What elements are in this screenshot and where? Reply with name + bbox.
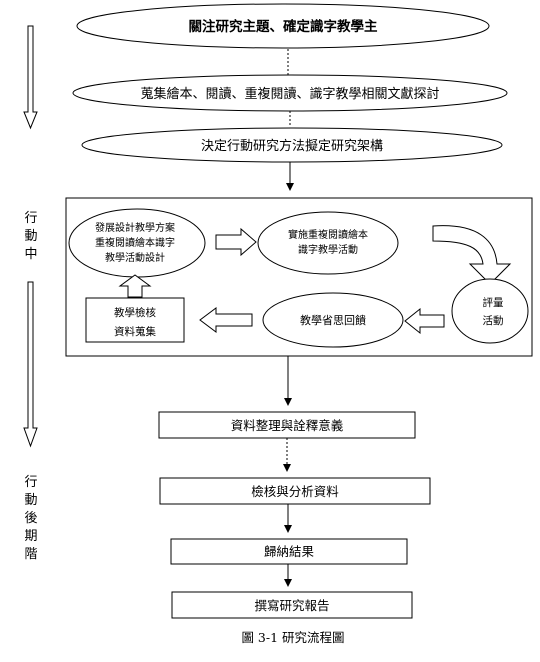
- stage-label-after: 行 動 後 期 階: [24, 475, 37, 562]
- node-design-line-2: 重複閱讀繪本識字: [95, 236, 175, 249]
- block-arrow-left-2: [404, 307, 445, 335]
- node-design-line-3: 教學活動設計: [105, 251, 165, 264]
- node-design: 發展設計教學方案 重複閱讀繪本識字 教學活動設計: [68, 208, 206, 278]
- oval-method-label: 決定行動研究方法擬定研究架構: [201, 138, 383, 154]
- oval-topic: 關注研究主題、確定識字教學主: [76, 3, 490, 49]
- node-review: 教學檢核 資料蒐集: [85, 297, 185, 343]
- node-evaluate-line-2: 活動: [483, 314, 504, 327]
- box-conclude-label: 歸納結果: [264, 544, 315, 559]
- phase-arrow-top: [23, 25, 38, 130]
- box-report: 撰寫研究報告: [171, 591, 413, 619]
- node-evaluate: 評量 活動: [451, 278, 529, 344]
- oval-literature-label: 蒐集繪本、閱讀、重複閱讀、識字教學相關文獻探討: [140, 86, 439, 102]
- box-organize-label: 資料整理與詮釋意義: [231, 418, 344, 433]
- node-evaluate-line-1: 評量: [483, 296, 504, 309]
- stage-after-char-4: 期: [24, 529, 37, 544]
- phase-arrow-middle: [23, 281, 38, 448]
- stage-during-char-3: 中: [24, 247, 37, 262]
- figure-caption: 圖 3-1 研究流程圖: [241, 630, 344, 645]
- oval-method: 決定行動研究方法擬定研究架構: [81, 127, 503, 163]
- stage-after-char-3: 後: [24, 511, 37, 526]
- stage-during-char-1: 行: [24, 211, 37, 226]
- oval-literature: 蒐集繪本、閱讀、重複閱讀、識字教學相關文獻探討: [72, 74, 508, 112]
- block-arrow-up: [118, 274, 152, 298]
- box-organize: 資料整理與詮釋意義: [158, 411, 416, 439]
- box-analyze-label: 檢核與分析資料: [251, 484, 339, 499]
- stage-label-during: 行 動 中: [24, 211, 37, 262]
- node-implement: 實施重複閱讀繪本 識字教學活動: [257, 211, 399, 275]
- block-arrow-left-1: [199, 307, 253, 333]
- node-review-line-2: 資料蒐集: [114, 325, 156, 338]
- box-report-label: 撰寫研究報告: [254, 598, 329, 613]
- node-review-line-1: 教學檢核: [114, 306, 156, 319]
- node-implement-line-2: 識字教學活動: [298, 243, 358, 256]
- stage-after-char-1: 行: [24, 475, 37, 490]
- node-reflect-label: 教學省思回饋: [300, 313, 366, 327]
- stage-after-char-5: 階: [24, 547, 37, 562]
- box-analyze: 檢核與分析資料: [159, 477, 431, 505]
- box-conclude: 歸納結果: [170, 538, 408, 565]
- oval-topic-label: 關注研究主題、確定識字教學主: [189, 18, 378, 35]
- node-implement-line-1: 實施重複閱讀繪本: [288, 228, 368, 241]
- stage-after-char-2: 動: [24, 493, 37, 508]
- node-reflect: 教學省思回饋: [262, 292, 404, 348]
- node-design-line-1: 發展設計教學方案: [95, 221, 175, 234]
- block-arrow-right: [215, 227, 257, 257]
- stage-during-char-2: 動: [24, 229, 37, 244]
